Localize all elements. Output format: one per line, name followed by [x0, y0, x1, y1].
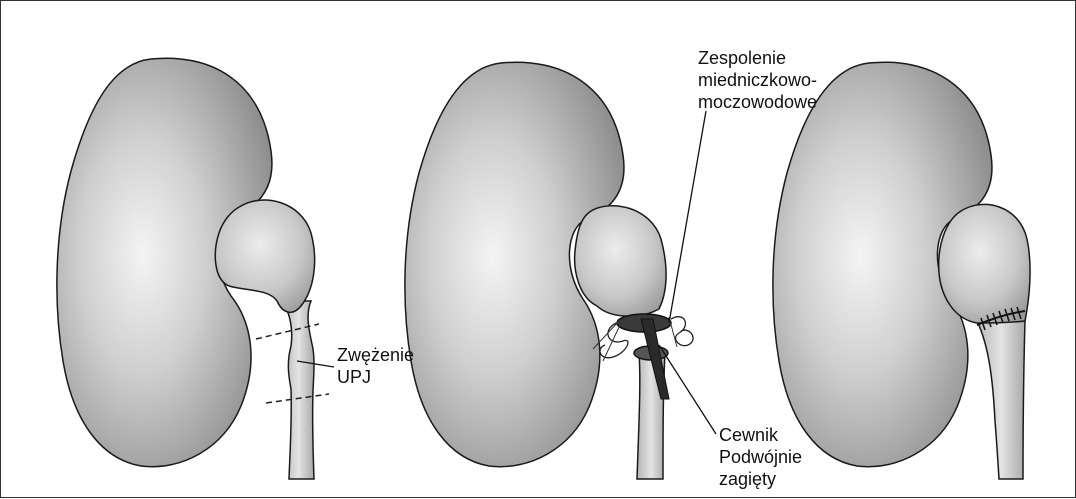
suture-right: [671, 317, 693, 346]
ureter-1: [283, 301, 314, 479]
renal-pelvis-3: [939, 204, 1030, 323]
anastomosis-label-line1: Zespolenie: [698, 47, 817, 69]
ureter-3: [977, 321, 1025, 479]
stenosis-label-line1: Zwężenie: [337, 344, 414, 366]
anastomosis-pointer-line: [669, 111, 706, 323]
panel-repaired: [773, 62, 1030, 479]
anastomosis-label: Zespolenie miedniczkowo- moczowodowe: [698, 47, 817, 113]
renal-pelvis-2: [575, 206, 666, 316]
catheter-label: Cewnik Podwójnie zagięty: [719, 424, 802, 490]
anastomosis-label-line2: miedniczkowo-: [698, 69, 817, 91]
anastomosis-label-line3: moczowodowe: [698, 91, 817, 113]
catheter-label-line2: Podwójnie: [719, 446, 802, 468]
panel-anastomosis: [405, 62, 716, 479]
panel-stenosis: [57, 58, 334, 479]
catheter-label-line1: Cewnik: [719, 424, 802, 446]
stenosis-label: Zwężenie UPJ: [337, 344, 414, 388]
catheter-label-line3: zagięty: [719, 468, 802, 490]
stenosis-label-line2: UPJ: [337, 366, 414, 388]
